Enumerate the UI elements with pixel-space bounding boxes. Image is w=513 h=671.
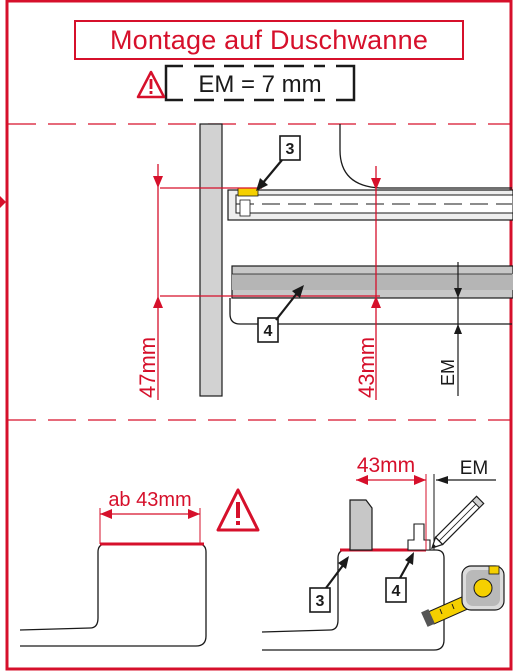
arrow-head-4b [405, 552, 414, 565]
top43-arrow-right [414, 475, 426, 485]
ab43-arrow-right [188, 509, 200, 519]
tray-left-outline [19, 543, 207, 647]
callout-box-4 [257, 317, 279, 343]
warning-icon [216, 488, 260, 532]
outer-frame [5, 0, 513, 671]
top43-label: 43mm [357, 454, 415, 477]
top43-arrow-left [356, 475, 368, 485]
glass-profile [227, 187, 513, 221]
note-bracket-right [336, 64, 356, 102]
arrow-line-3b [325, 563, 345, 589]
title-box: Montage auf Duschwanne [74, 20, 464, 60]
callout-4b: 4 [392, 583, 401, 600]
tape-measure-icon [421, 565, 505, 627]
frame-marker [0, 196, 6, 208]
callout-3b: 3 [316, 593, 325, 610]
em-arrow-bottom [454, 324, 462, 334]
arrow-icon [261, 159, 283, 185]
warning-icon [136, 70, 166, 99]
profile-clip [407, 523, 431, 551]
page-title: Montage auf Duschwanne [109, 24, 429, 55]
wall [199, 123, 223, 397]
callout-4: 4 [264, 323, 273, 340]
glass-panel [349, 499, 373, 551]
dim-43-arrow-bottom [371, 296, 381, 308]
arrow-head-4 [292, 285, 304, 298]
tray-back-outline [339, 124, 512, 189]
em2-label: EM [460, 458, 489, 479]
bottom-profile [231, 265, 513, 299]
callout-3: 3 [286, 141, 295, 158]
em-label: EM [438, 359, 458, 386]
note-bracket-left [164, 64, 183, 102]
ab43-label: ab 43mm [108, 489, 191, 511]
dim-47-arrow-bottom [153, 296, 163, 308]
tray-right-outline [261, 549, 445, 651]
callout-box-4b [385, 577, 407, 603]
callout-box-3 [279, 135, 301, 161]
callout-box-3b [309, 587, 331, 613]
dim-43-arrow-top [371, 178, 381, 190]
dim-43-label: 43mm [354, 337, 379, 398]
arrow-line-4 [275, 291, 299, 321]
arrow-head-3 [256, 178, 268, 191]
arrow-line-4b [399, 559, 411, 579]
dim-47-arrow-top [153, 176, 163, 188]
em-note: EM = 7 mm [198, 71, 321, 98]
arrow-head-3b [338, 556, 349, 569]
pencil-icon [431, 495, 485, 549]
em2-arrow [436, 476, 448, 484]
tray-outline [229, 298, 512, 325]
ab43-arrow-left [100, 509, 112, 519]
em-arrow-top [454, 288, 462, 298]
dim-47-label: 47mm [135, 337, 160, 398]
